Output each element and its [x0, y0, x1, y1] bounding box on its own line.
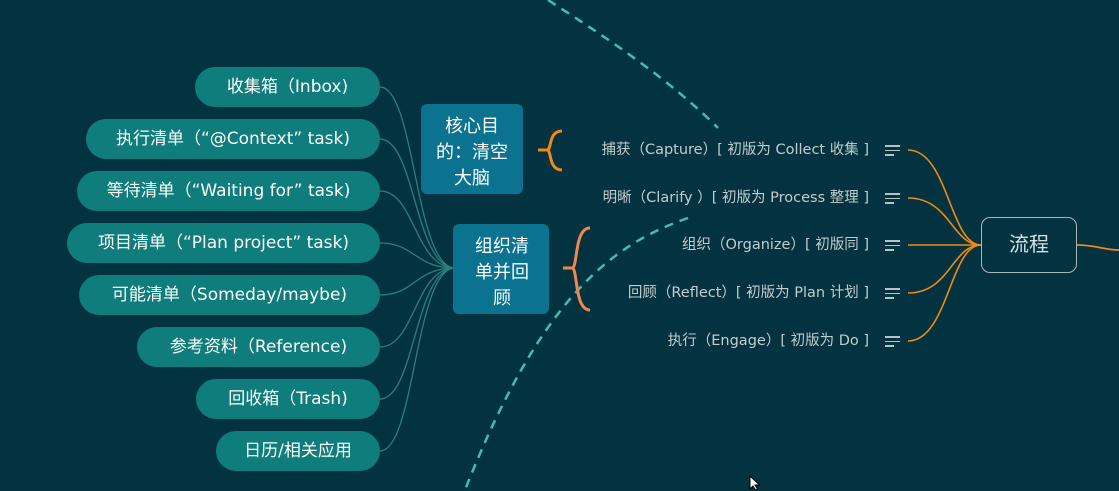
organize-summary[interactable]: 组织清单并回顾 [453, 224, 549, 314]
list-connectors [379, 86, 456, 452]
list-node-someday-maybe[interactable]: 可能清单（Someday/maybe) [79, 275, 380, 315]
list-node-plan-project[interactable]: 项目清单（“Plan project” task) [67, 223, 380, 263]
step-branches [907, 149, 982, 342]
list-node-context-task[interactable]: 执行清单（“@Context” task) [86, 119, 380, 159]
step-node-reflect[interactable]: 回顾（Reflect）[ 初版为 Plan 计划 ] [627, 285, 869, 301]
organize-summary-brace [563, 226, 591, 312]
core-purpose-summary[interactable]: 核心目的：清空大脑 [421, 104, 523, 194]
step-node-engage[interactable]: 执行（Engage）[ 初版为 Do ] [667, 333, 869, 349]
list-node-inbox[interactable]: 收集箱（Inbox) [195, 67, 380, 107]
list-node-waiting-for[interactable]: 等待清单（“Waiting for” task) [77, 171, 380, 211]
list-node-trash[interactable]: 回收箱（Trash) [196, 379, 380, 419]
notes-icon[interactable] [885, 336, 900, 347]
dashed-relationship-line-bottom [463, 216, 689, 490]
list-node-reference[interactable]: 参考资料（Reference) [137, 327, 380, 367]
root-node[interactable]: 流程 [981, 217, 1077, 273]
list-node-calendar-apps[interactable]: 日历/相关应用 [216, 431, 380, 471]
step-node-clarify[interactable]: 明晰（Clarify ）[ 初版为 Process 整理 ] [602, 190, 869, 206]
step-node-organize[interactable]: 组织（Organize）[ 初版同 ] [682, 237, 869, 253]
notes-icon[interactable] [885, 193, 900, 204]
notes-icon[interactable] [885, 240, 900, 251]
step-node-capture[interactable]: 捕获（Capture）[ 初版为 Collect 收集 ] [601, 142, 869, 158]
dashed-relationship-line-top [547, 0, 719, 129]
notes-icon[interactable] [885, 288, 900, 299]
notes-icon[interactable] [885, 145, 900, 156]
core-summary-brace [538, 129, 563, 172]
mouse-cursor-icon [749, 475, 761, 491]
root-outgoing-branch [1076, 244, 1119, 251]
